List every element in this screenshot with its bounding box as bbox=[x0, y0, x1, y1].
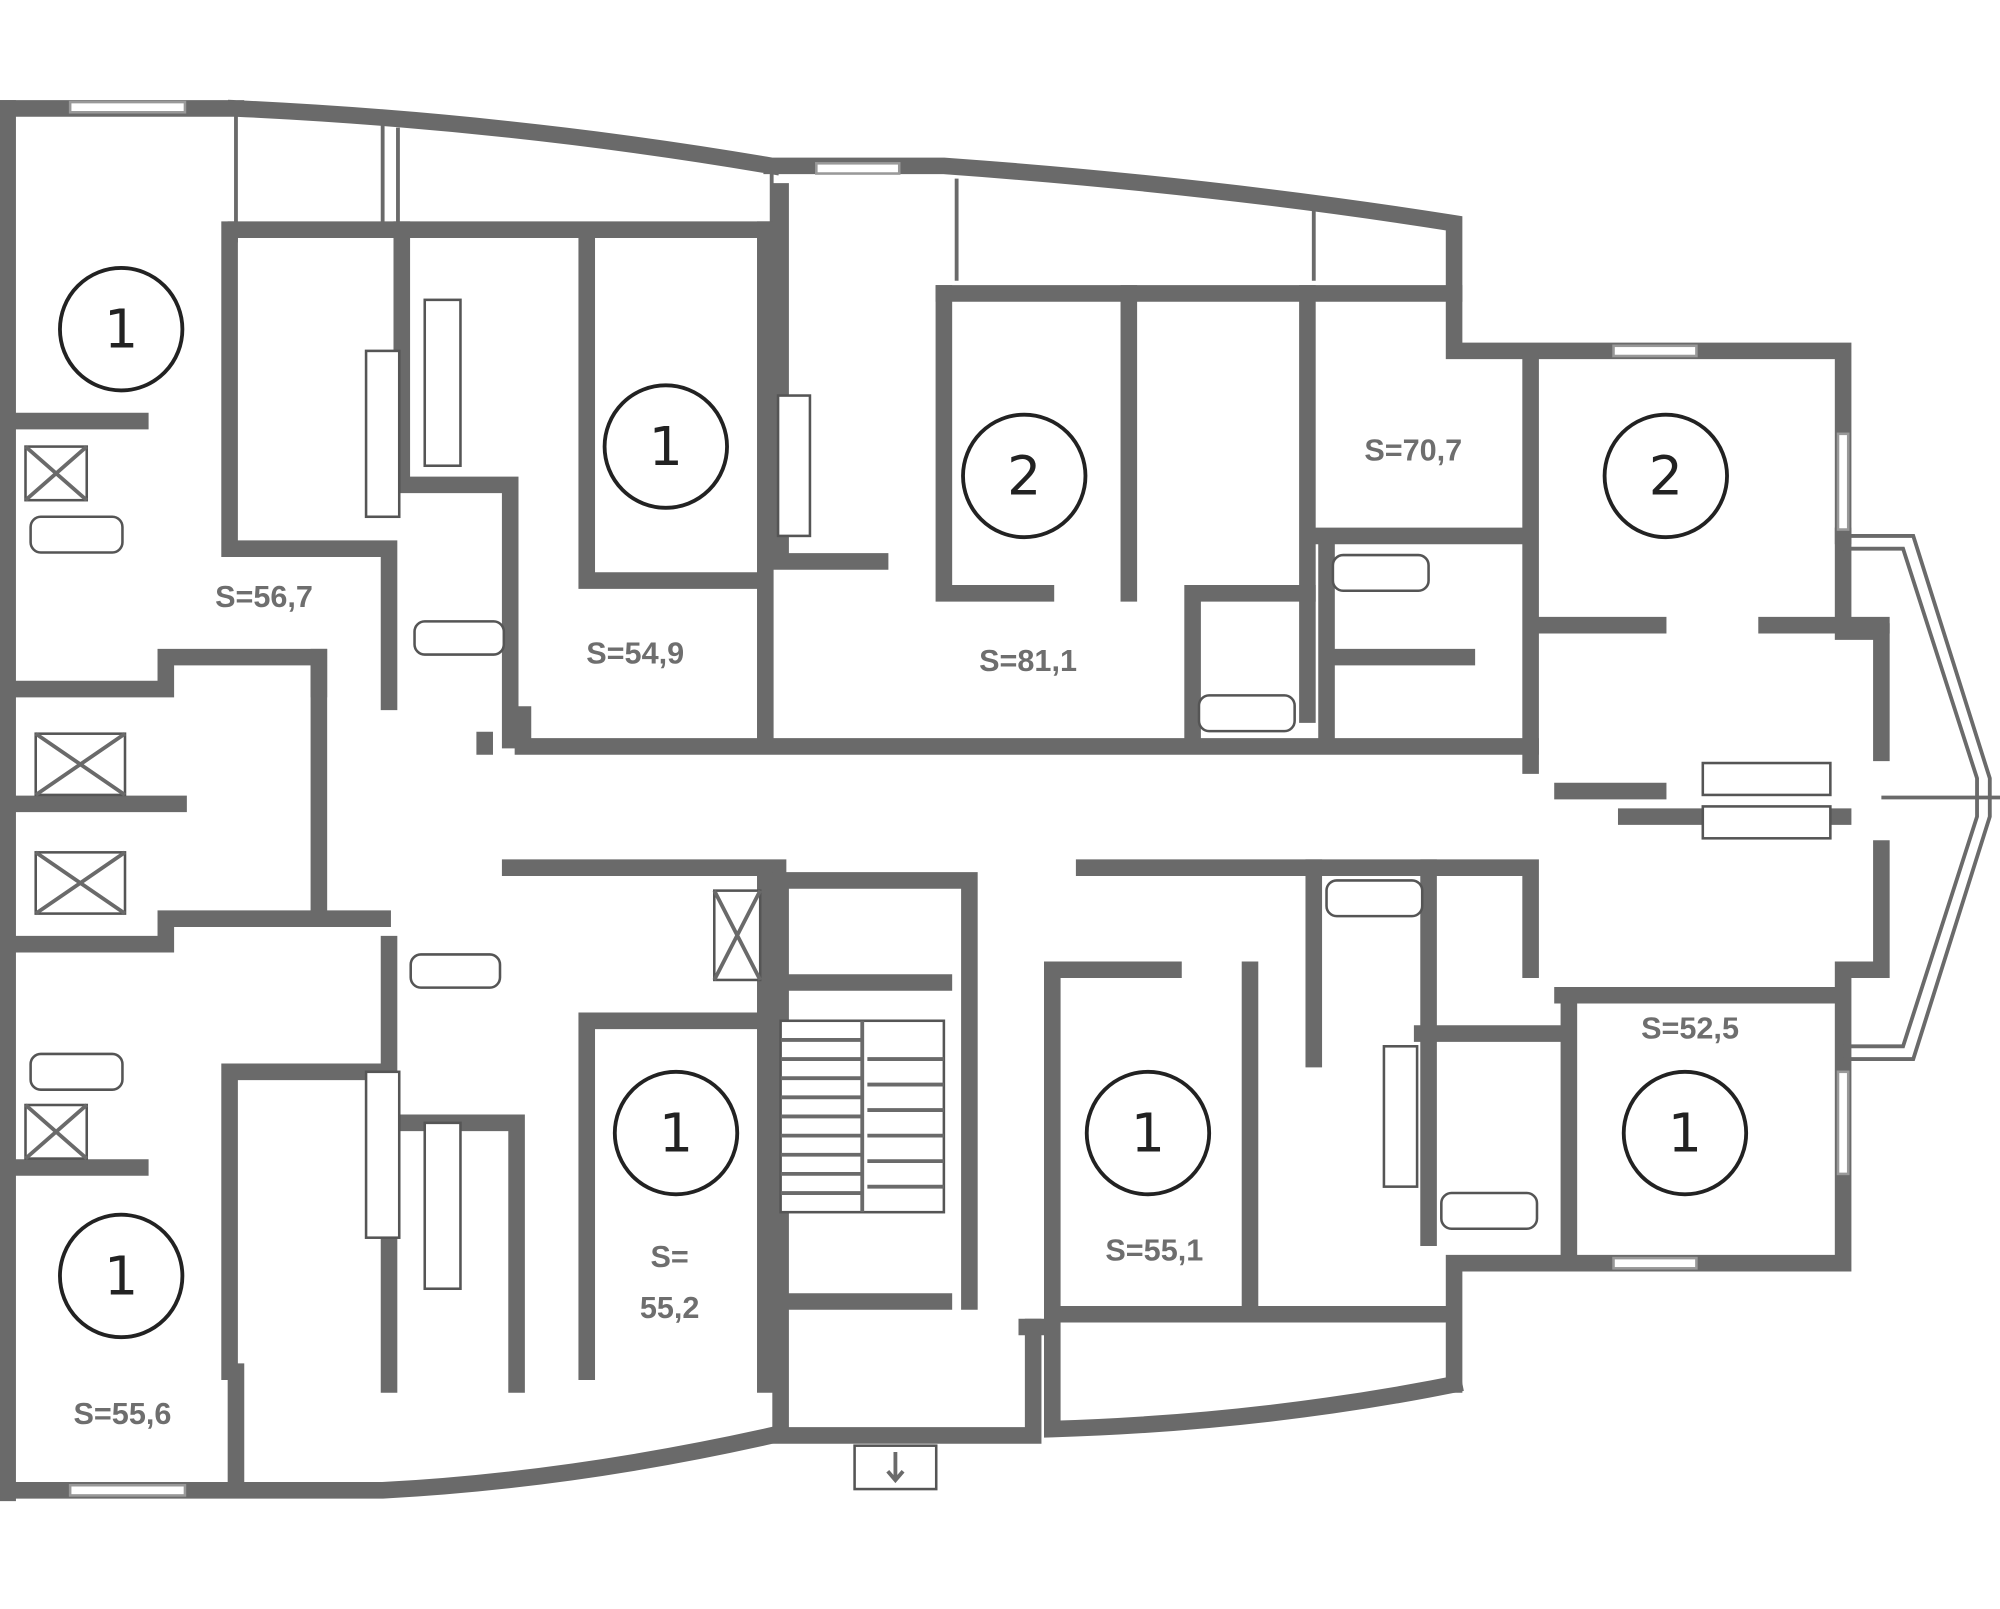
walls bbox=[0, 99, 1890, 1502]
room-count: 2 bbox=[1649, 444, 1683, 507]
area-label-line2: 55,2 bbox=[640, 1291, 700, 1325]
area-label-line1: S= bbox=[650, 1240, 688, 1274]
room-count: 2 bbox=[1007, 444, 1041, 507]
apartment-1-room-top-center: 1 S=54,9 bbox=[586, 383, 729, 670]
apartment-1-room-bottom-center-right: 1 S=55,1 bbox=[1084, 1069, 1212, 1267]
area-label: S=54,9 bbox=[586, 636, 684, 670]
elevator-2 bbox=[34, 850, 127, 916]
area-label: S=55,1 bbox=[1105, 1233, 1203, 1267]
apartment-1-room-bottom-center: 1 S= 55,2 bbox=[612, 1069, 740, 1325]
apartment-1-room-bottom-right: 1 S=52,5 bbox=[1621, 1011, 1749, 1197]
room-count: 1 bbox=[104, 1244, 138, 1307]
bay-window bbox=[1843, 533, 2000, 1061]
area-label: S=52,5 bbox=[1641, 1011, 1739, 1045]
apartment-2-room-top-right: 2 S=70,7 bbox=[1364, 412, 1729, 540]
apartment-1-room-top-left: 1 S=56,7 bbox=[58, 266, 313, 614]
apartment-2-room-top-center: 2 S=81,1 bbox=[961, 412, 1088, 678]
area-label: S=81,1 bbox=[979, 644, 1077, 678]
room-count: 1 bbox=[659, 1102, 693, 1165]
room-count: 1 bbox=[1131, 1102, 1165, 1165]
apartment-1-room-bottom-left: 1 S=55,6 bbox=[58, 1212, 185, 1431]
bathroom-fixtures bbox=[29, 298, 1832, 1291]
elevators bbox=[24, 445, 762, 1161]
staircase bbox=[779, 1019, 946, 1491]
area-label: S=56,7 bbox=[215, 580, 313, 614]
area-label: S=70,7 bbox=[1364, 433, 1462, 467]
apartment-labels: 1 S=56,7 1 S=54,9 2 S=81,1 2 S=70,7 1 S=… bbox=[58, 266, 1749, 1431]
area-label: S=55,6 bbox=[74, 1397, 172, 1431]
room-count: 1 bbox=[649, 415, 683, 478]
windows bbox=[68, 100, 1850, 1497]
elevator-1 bbox=[34, 732, 127, 797]
shaft-boxes bbox=[24, 445, 762, 1161]
room-count: 1 bbox=[1668, 1102, 1702, 1165]
room-count: 1 bbox=[104, 298, 138, 361]
